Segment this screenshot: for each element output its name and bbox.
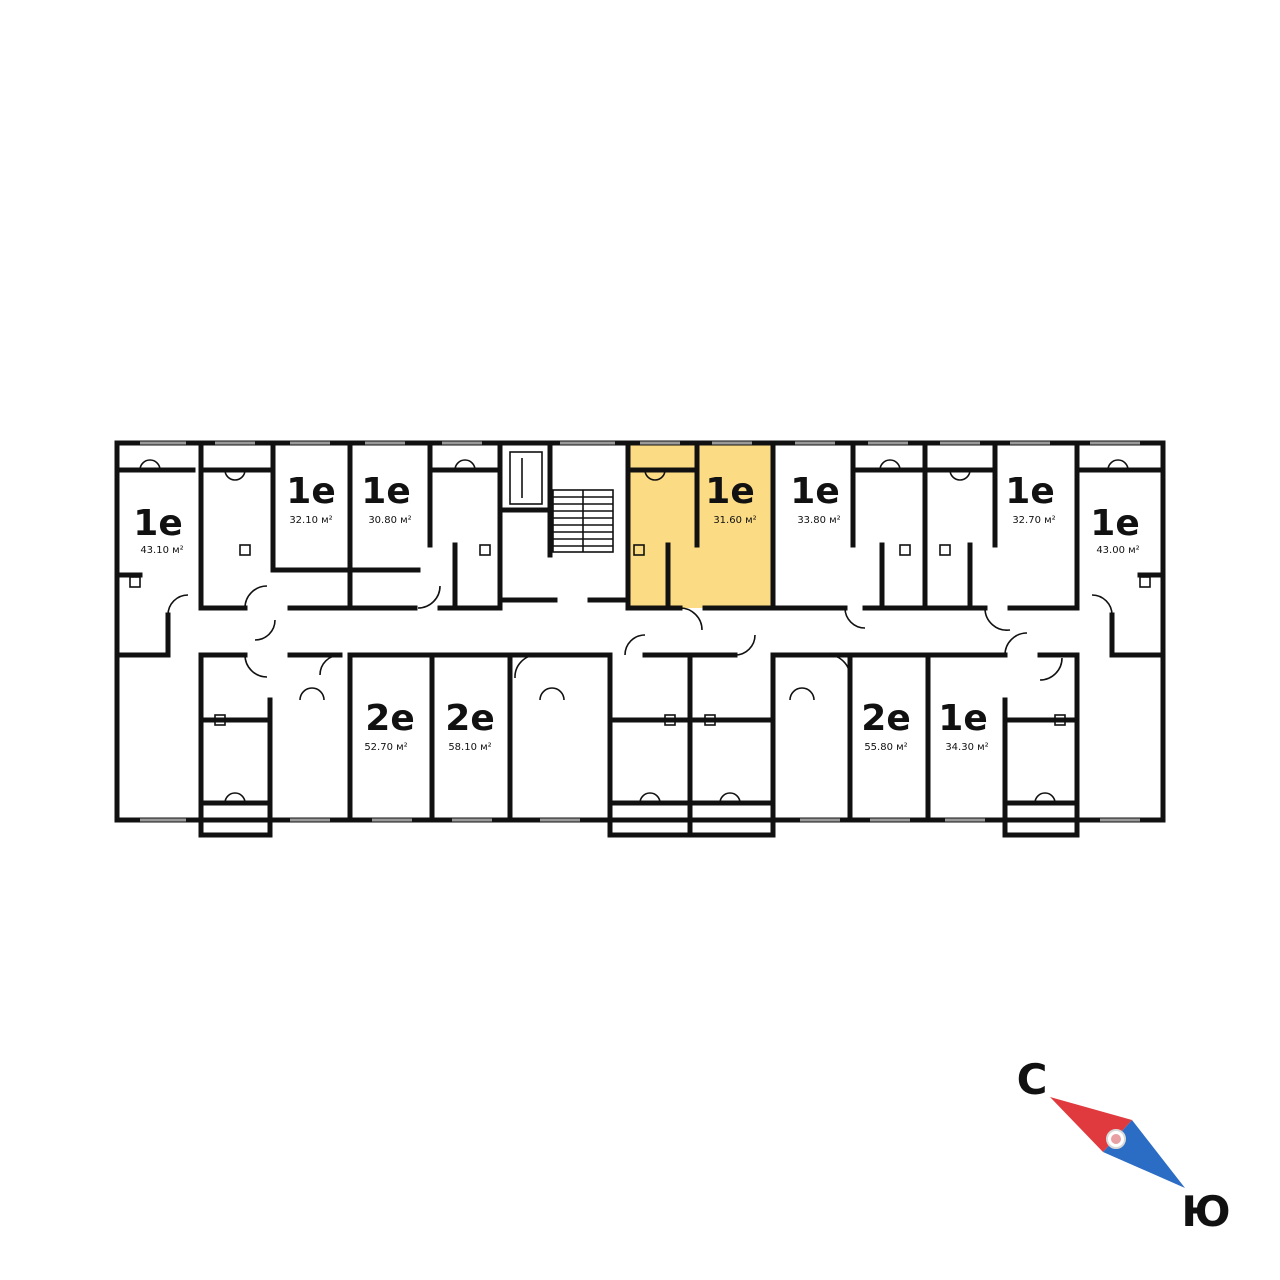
interior-walls-bottom xyxy=(114,652,1080,838)
apartment-area: 43.10 м² xyxy=(140,545,183,556)
windows xyxy=(140,441,1140,822)
compass: С Ю xyxy=(1017,1055,1231,1236)
apartment-type: 1е xyxy=(705,471,754,512)
apartment-area: 52.70 м² xyxy=(364,742,407,753)
apartment-area: 34.30 м² xyxy=(945,742,988,753)
apartment-label-a3[interactable]: 1е 30.80 м² xyxy=(361,471,411,526)
apartment-area: 32.70 м² xyxy=(1012,515,1055,526)
apartment-type: 2е xyxy=(365,698,414,739)
apartment-label-a7[interactable]: 1е 43.00 м² xyxy=(1090,503,1139,556)
apartment-type: 1е xyxy=(1090,503,1139,544)
apartment-type: 1е xyxy=(938,698,987,739)
door-swings xyxy=(139,459,1129,804)
apartment-label-a6[interactable]: 1е 32.70 м² xyxy=(1005,471,1055,526)
highlighted-apartment[interactable] xyxy=(628,443,773,608)
apartment-area: 30.80 м² xyxy=(368,515,411,526)
apartment-label-a1[interactable]: 1е 43.10 м² xyxy=(133,503,183,556)
apartment-label-a8[interactable]: 2е 52.70 м² xyxy=(364,698,414,753)
apartment-area: 55.80 м² xyxy=(864,742,907,753)
staircase xyxy=(552,489,614,553)
apartment-area: 58.10 м² xyxy=(448,742,491,753)
apartment-type: 1е xyxy=(133,503,182,544)
apartment-area: 32.10 м² xyxy=(289,515,332,526)
vent-shafts xyxy=(129,544,1151,726)
highlight-fill xyxy=(628,443,773,608)
apartment-type: 1е xyxy=(361,471,410,512)
apartment-label-a5[interactable]: 1е 33.80 м² xyxy=(790,471,840,526)
apartment-label-a2[interactable]: 1е 32.10 м² xyxy=(286,471,335,526)
compass-south-label: Ю xyxy=(1181,1187,1230,1236)
apartment-type: 1е xyxy=(1005,471,1054,512)
apartment-type: 2е xyxy=(445,698,494,739)
apartment-label-a10[interactable]: 2е 55.80 м² xyxy=(861,698,910,753)
apartment-label-a11[interactable]: 1е 34.30 м² xyxy=(938,698,988,753)
apartment-area: 43.00 м² xyxy=(1096,545,1139,556)
interior-walls-top xyxy=(114,440,1166,658)
compass-north-label: С xyxy=(1017,1055,1048,1104)
apartment-type: 1е xyxy=(286,471,335,512)
apartment-label-a9[interactable]: 2е 58.10 м² xyxy=(445,698,494,753)
apartment-label-a4[interactable]: 1е 31.60 м² xyxy=(705,471,756,526)
apartment-type: 1е xyxy=(790,471,839,512)
apartment-area: 31.60 м² xyxy=(713,515,756,526)
apartment-area: 33.80 м² xyxy=(797,515,840,526)
elevator xyxy=(509,451,543,505)
apartment-type: 2е xyxy=(861,698,910,739)
